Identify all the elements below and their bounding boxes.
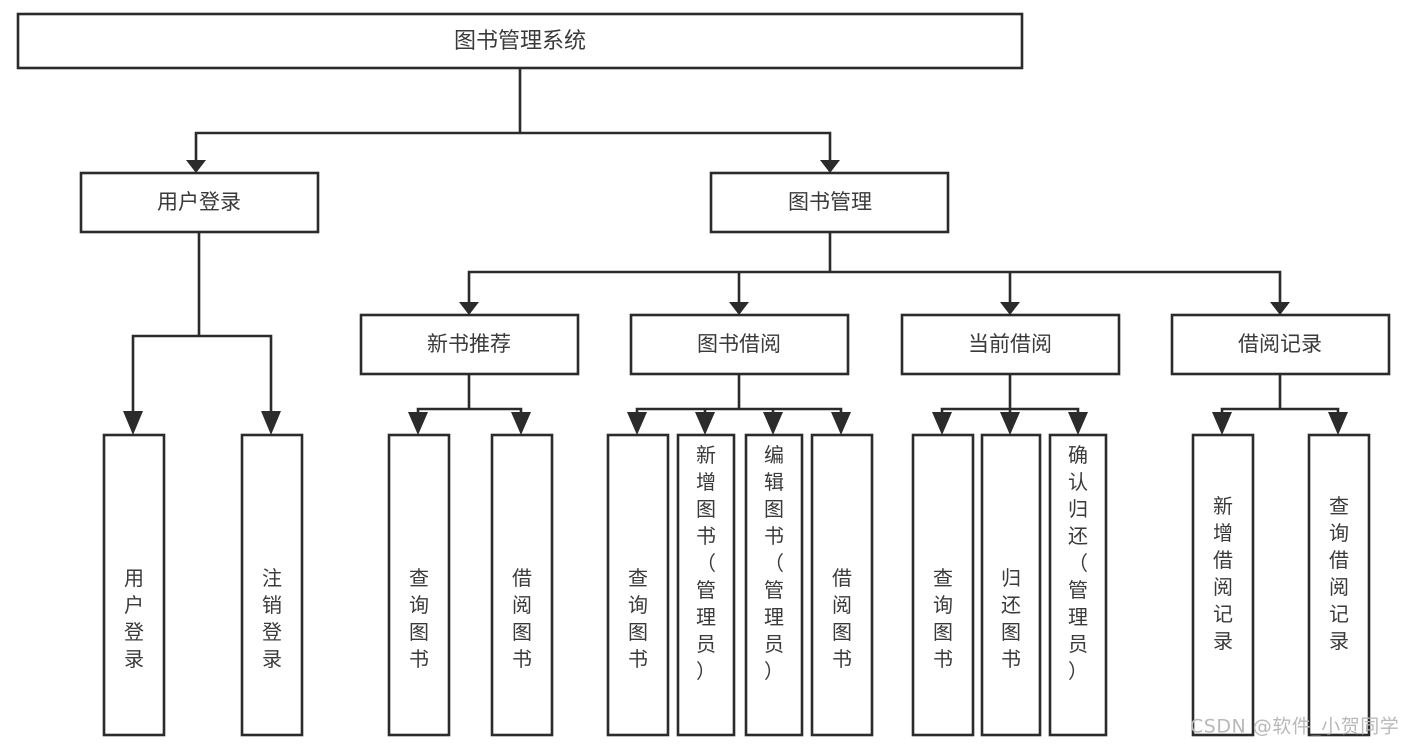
node-book-borrow-label: 图书借阅 <box>697 332 781 356</box>
leaf-query-book-2-label: 查询图书 <box>628 566 648 671</box>
leaf-borrow-book-1-box[interactable] <box>490 433 554 737</box>
arrow-to-leaf-add-book <box>695 412 715 435</box>
edge-root-trunk <box>194 66 832 162</box>
arrow-to-leaf-query-book-1 <box>408 412 428 435</box>
arrow-to-leaf-user-logout <box>261 411 281 435</box>
connector-layer <box>131 66 1340 425</box>
node-borrow-record[interactable]: 借阅记录 <box>1170 313 1391 376</box>
leaf-query-book-3-label: 查询图书 <box>933 566 953 671</box>
leaf-query-borrow-record-box[interactable] <box>1307 433 1371 737</box>
leaf-add-borrow-record[interactable]: 新增借阅记录 <box>1191 433 1255 737</box>
node-current-borrow[interactable]: 当前借阅 <box>900 313 1121 376</box>
leaf-query-book-3[interactable]: 查询图书 <box>911 433 975 737</box>
node-current-borrow-box[interactable] <box>900 313 1121 376</box>
leaf-user-login[interactable]: 用户登录 <box>102 433 166 737</box>
leaf-user-login-box[interactable] <box>102 433 166 737</box>
node-root-label: 图书管理系统 <box>454 29 586 54</box>
arrow-to-book-mgmt <box>820 160 840 173</box>
leaf-query-book-2-box[interactable] <box>606 433 670 737</box>
node-root-box[interactable] <box>16 12 1024 70</box>
leaf-confirm-return[interactable]: 确认归还（管理员） <box>1048 433 1108 737</box>
node-root[interactable]: 图书管理系统 <box>16 12 1024 70</box>
edge-borrow-record-trunk <box>1220 372 1340 425</box>
arrow-to-book-borrow <box>729 302 749 315</box>
leaf-query-book-2[interactable]: 查询图书 <box>606 433 670 737</box>
arrow-to-leaf-confirm-return <box>1068 412 1088 435</box>
node-borrow-record-box[interactable] <box>1170 313 1391 376</box>
node-book-management-label: 图书管理 <box>788 190 872 214</box>
leaf-borrow-book-2[interactable]: 借阅图书 <box>810 433 874 737</box>
arrow-to-leaf-borrow-book-2 <box>831 412 851 435</box>
leaf-add-borrow-record-box[interactable] <box>1191 433 1255 737</box>
leaf-borrow-book-1[interactable]: 借阅图书 <box>490 433 554 737</box>
leaf-query-book-1[interactable]: 查询图书 <box>387 433 451 737</box>
arrow-to-leaf-borrow-book-1 <box>511 412 531 435</box>
arrow-to-new-book-rec <box>459 302 479 315</box>
leaf-add-borrow-record-label: 新增借阅记录 <box>1213 494 1233 653</box>
leaf-confirm-return-box[interactable] <box>1048 433 1108 737</box>
leaf-add-book-box[interactable] <box>676 433 736 737</box>
arrowhead-layer <box>123 160 1348 435</box>
edge-book-borrow-trunk <box>635 372 843 425</box>
csdn-watermark: CSDN @软件_小贺同学 <box>1190 716 1399 738</box>
node-book-management-box[interactable] <box>709 171 950 234</box>
arrow-to-leaf-user-login <box>123 411 143 435</box>
arrow-to-borrow-record <box>1270 302 1290 315</box>
leaf-return-book[interactable]: 归还图书 <box>980 433 1042 737</box>
arrow-to-leaf-query-record <box>1328 412 1348 435</box>
arrow-to-current-borrow <box>1000 302 1020 315</box>
edge-book-mgmt-trunk <box>467 230 1282 304</box>
leaf-user-logout-box[interactable] <box>240 433 304 737</box>
node-user-login[interactable]: 用户登录 <box>79 171 320 234</box>
arrow-to-leaf-edit-book <box>763 412 783 435</box>
edge-new-book-rec-trunk <box>416 372 523 425</box>
node-new-book-recommend-box[interactable] <box>359 313 580 376</box>
leaf-query-book-3-box[interactable] <box>911 433 975 737</box>
leaf-return-book-label: 归还图书 <box>1001 566 1021 671</box>
arrow-to-leaf-add-record <box>1212 412 1232 435</box>
node-current-borrow-label: 当前借阅 <box>968 332 1052 356</box>
arrow-to-leaf-query-book-2 <box>627 412 647 435</box>
leaf-return-book-box[interactable] <box>980 433 1042 737</box>
leaf-user-login-label: 用户登录 <box>124 566 144 671</box>
node-user-login-label: 用户登录 <box>157 190 241 214</box>
node-borrow-record-label: 借阅记录 <box>1238 332 1322 356</box>
leaf-add-book[interactable]: 新增图书（管理员） <box>676 433 736 737</box>
arrow-to-leaf-return-book <box>1000 412 1020 435</box>
leaf-confirm-return-label: 确认归还（管理员） <box>1068 443 1088 683</box>
leaf-user-logout-label: 注销登录 <box>262 566 282 671</box>
leaf-query-borrow-record-label: 查询借阅记录 <box>1329 494 1349 653</box>
arrow-to-user-login <box>186 160 206 173</box>
edge-user-login-trunk <box>131 230 273 412</box>
leaf-borrow-book-2-box[interactable] <box>810 433 874 737</box>
node-new-book-recommend-label: 新书推荐 <box>427 332 511 356</box>
leaf-borrow-book-1-label: 借阅图书 <box>512 566 532 671</box>
leaf-edit-book-label: 编辑图书（管理员） <box>764 443 784 683</box>
node-new-book-recommend[interactable]: 新书推荐 <box>359 313 580 376</box>
leaf-add-book-label: 新增图书（管理员） <box>696 443 716 683</box>
leaf-query-borrow-record[interactable]: 查询借阅记录 <box>1307 433 1371 737</box>
leaf-user-logout[interactable]: 注销登录 <box>240 433 304 737</box>
leaf-edit-book[interactable]: 编辑图书（管理员） <box>744 433 804 737</box>
node-book-management[interactable]: 图书管理 <box>709 171 950 234</box>
node-user-login-box[interactable] <box>79 171 320 234</box>
leaf-borrow-book-2-label: 借阅图书 <box>832 566 852 671</box>
leaf-query-book-1-label: 查询图书 <box>409 566 429 671</box>
node-book-borrow-box[interactable] <box>629 313 850 376</box>
arrow-to-leaf-query-book-3 <box>932 412 952 435</box>
node-book-borrow[interactable]: 图书借阅 <box>629 313 850 376</box>
leaf-query-book-1-box[interactable] <box>387 433 451 737</box>
leaf-edit-book-box[interactable] <box>744 433 804 737</box>
